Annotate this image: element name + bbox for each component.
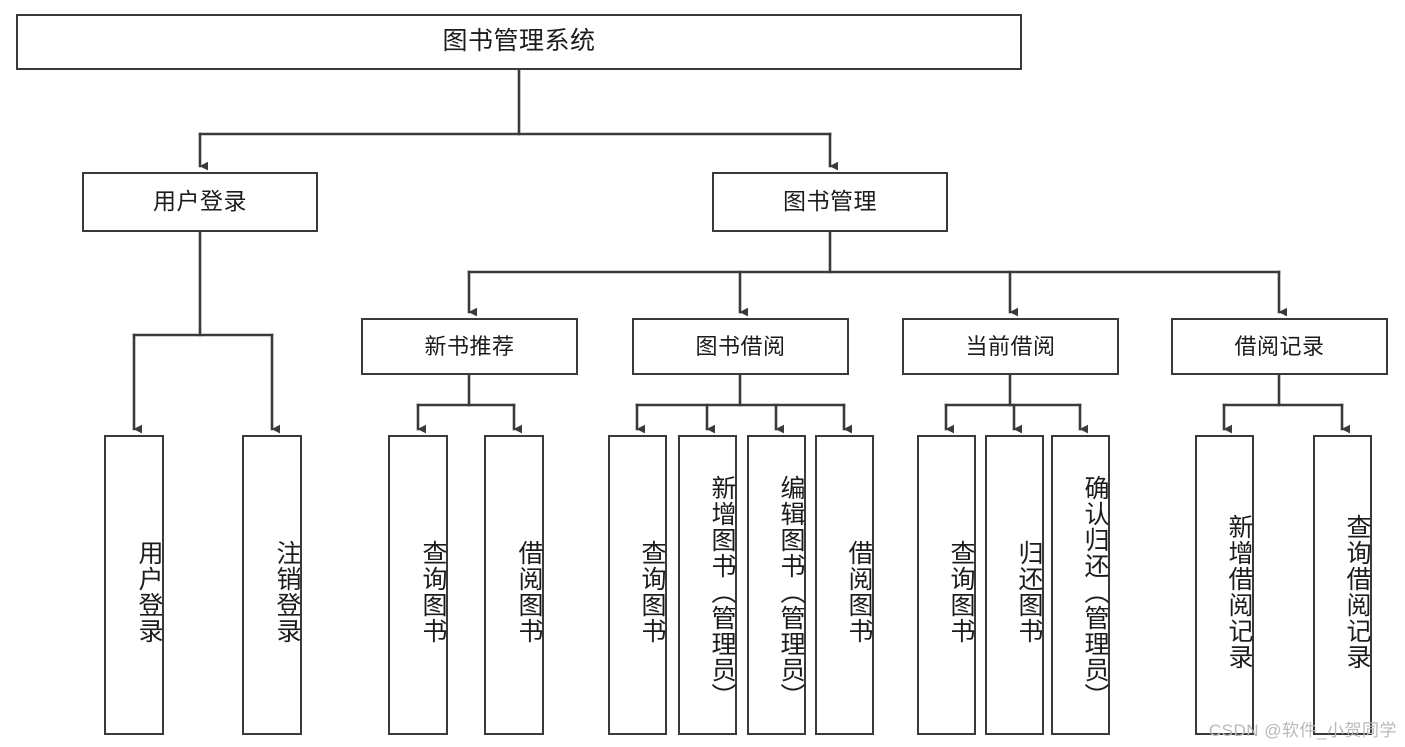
leaf-user-login[interactable]: 用户登录: [104, 435, 164, 735]
leaf-label: 归还图书: [1015, 540, 1043, 644]
leaf-borrow-book-recommend[interactable]: 借阅图书: [484, 435, 544, 735]
leaf-query-borrow-record[interactable]: 查询借阅记录: [1313, 435, 1372, 735]
node-user-login[interactable]: 用户登录: [82, 172, 318, 232]
leaf-query-book-current[interactable]: 查询图书: [917, 435, 976, 735]
leaf-confirm-return-admin[interactable]: 确认归还（管理员）: [1051, 435, 1110, 735]
node-current-borrow[interactable]: 当前借阅: [902, 318, 1119, 375]
node-label: 图书借阅: [695, 333, 786, 359]
node-borrow-record[interactable]: 借阅记录: [1171, 318, 1388, 375]
leaf-label: 用户登录: [135, 540, 163, 644]
csdn-watermark: CSDN @软件_小贺同学: [1208, 721, 1397, 740]
node-new-book-recommend[interactable]: 新书推荐: [361, 318, 578, 375]
node-book-borrow[interactable]: 图书借阅: [632, 318, 849, 375]
leaf-query-book-recommend[interactable]: 查询图书: [388, 435, 448, 735]
node-book-management[interactable]: 图书管理: [712, 172, 948, 232]
leaf-return-book[interactable]: 归还图书: [985, 435, 1044, 735]
leaf-label: 查询图书: [419, 540, 447, 644]
leaf-label: 新增借阅记录: [1225, 514, 1253, 670]
leaf-borrow-book[interactable]: 借阅图书: [815, 435, 874, 735]
node-label: 图书管理: [783, 188, 877, 215]
leaf-label: 注销登录: [273, 540, 301, 644]
leaf-label: 查询图书: [947, 540, 975, 644]
node-root-label: 图书管理系统: [442, 27, 596, 56]
leaf-label: 新增图书（管理员）: [708, 475, 736, 709]
leaf-label: 借阅图书: [845, 540, 873, 644]
leaf-logout-login[interactable]: 注销登录: [242, 435, 302, 735]
leaf-query-book-borrow[interactable]: 查询图书: [608, 435, 667, 735]
node-label: 当前借阅: [965, 333, 1056, 359]
leaf-edit-book-admin[interactable]: 编辑图书（管理员）: [747, 435, 806, 735]
node-label: 借阅记录: [1234, 333, 1325, 359]
leaf-add-book-admin[interactable]: 新增图书（管理员）: [678, 435, 737, 735]
node-label: 用户登录: [153, 188, 247, 215]
leaf-label: 借阅图书: [515, 540, 543, 644]
leaf-label: 查询借阅记录: [1343, 514, 1371, 670]
leaf-label: 查询图书: [638, 540, 666, 644]
leaf-add-borrow-record[interactable]: 新增借阅记录: [1195, 435, 1254, 735]
node-label: 新书推荐: [424, 333, 515, 359]
node-root-system[interactable]: 图书管理系统: [16, 14, 1022, 70]
leaf-label: 编辑图书（管理员）: [777, 475, 805, 709]
leaf-label: 确认归还（管理员）: [1081, 475, 1109, 709]
